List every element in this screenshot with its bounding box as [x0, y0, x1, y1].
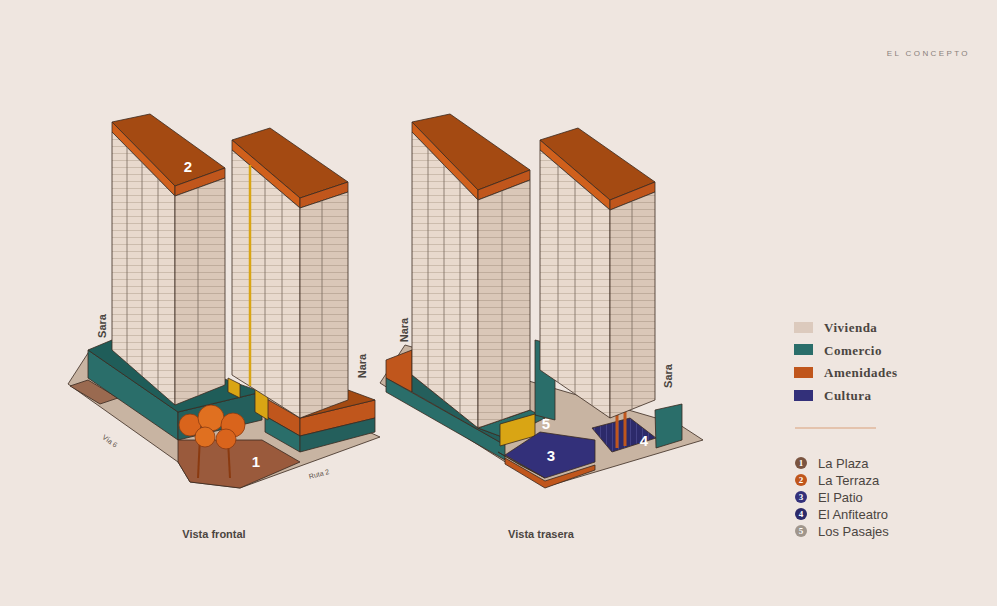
- tower-name: Nara: [399, 318, 410, 342]
- callout-number: 2: [184, 159, 192, 174]
- street-name: Vía 6: [101, 433, 118, 448]
- legend-text: Vivienda: [824, 321, 877, 334]
- legend-swatch: [794, 390, 813, 401]
- list-number: 3: [799, 493, 804, 502]
- legend-swatch: [794, 344, 813, 355]
- callout-number: 5: [542, 416, 550, 431]
- list-text: La Plaza: [818, 457, 869, 470]
- street-name: Ruta 2: [308, 468, 330, 480]
- header-label: EL CONCEPTO: [887, 50, 970, 58]
- callout-number: 3: [547, 448, 555, 463]
- legend-swatch: [794, 367, 813, 378]
- legend-divider: [795, 428, 876, 429]
- legend-swatch: [794, 322, 813, 333]
- callout-number: 1: [252, 454, 260, 469]
- callout-number: 4: [640, 433, 648, 448]
- view-caption: Vista trasera: [508, 529, 574, 540]
- tower-name: Sara: [663, 364, 674, 388]
- view-caption: Vista frontal: [182, 529, 245, 540]
- legend-text: Cultura: [824, 389, 872, 402]
- legend-text: Amenidades: [824, 366, 898, 379]
- tower-name: Sara: [97, 314, 108, 338]
- legend-text: Comercio: [824, 343, 882, 356]
- list-number: 4: [799, 510, 804, 519]
- list-number: 2: [799, 476, 804, 485]
- list-number: 5: [799, 527, 804, 536]
- list-number: 1: [799, 459, 804, 468]
- list-text: El Patio: [818, 491, 863, 504]
- list-text: Los Pasajes: [818, 525, 889, 538]
- tower-name: Nara: [357, 354, 368, 378]
- list-text: La Terraza: [818, 474, 879, 487]
- list-text: El Anfiteatro: [818, 508, 888, 521]
